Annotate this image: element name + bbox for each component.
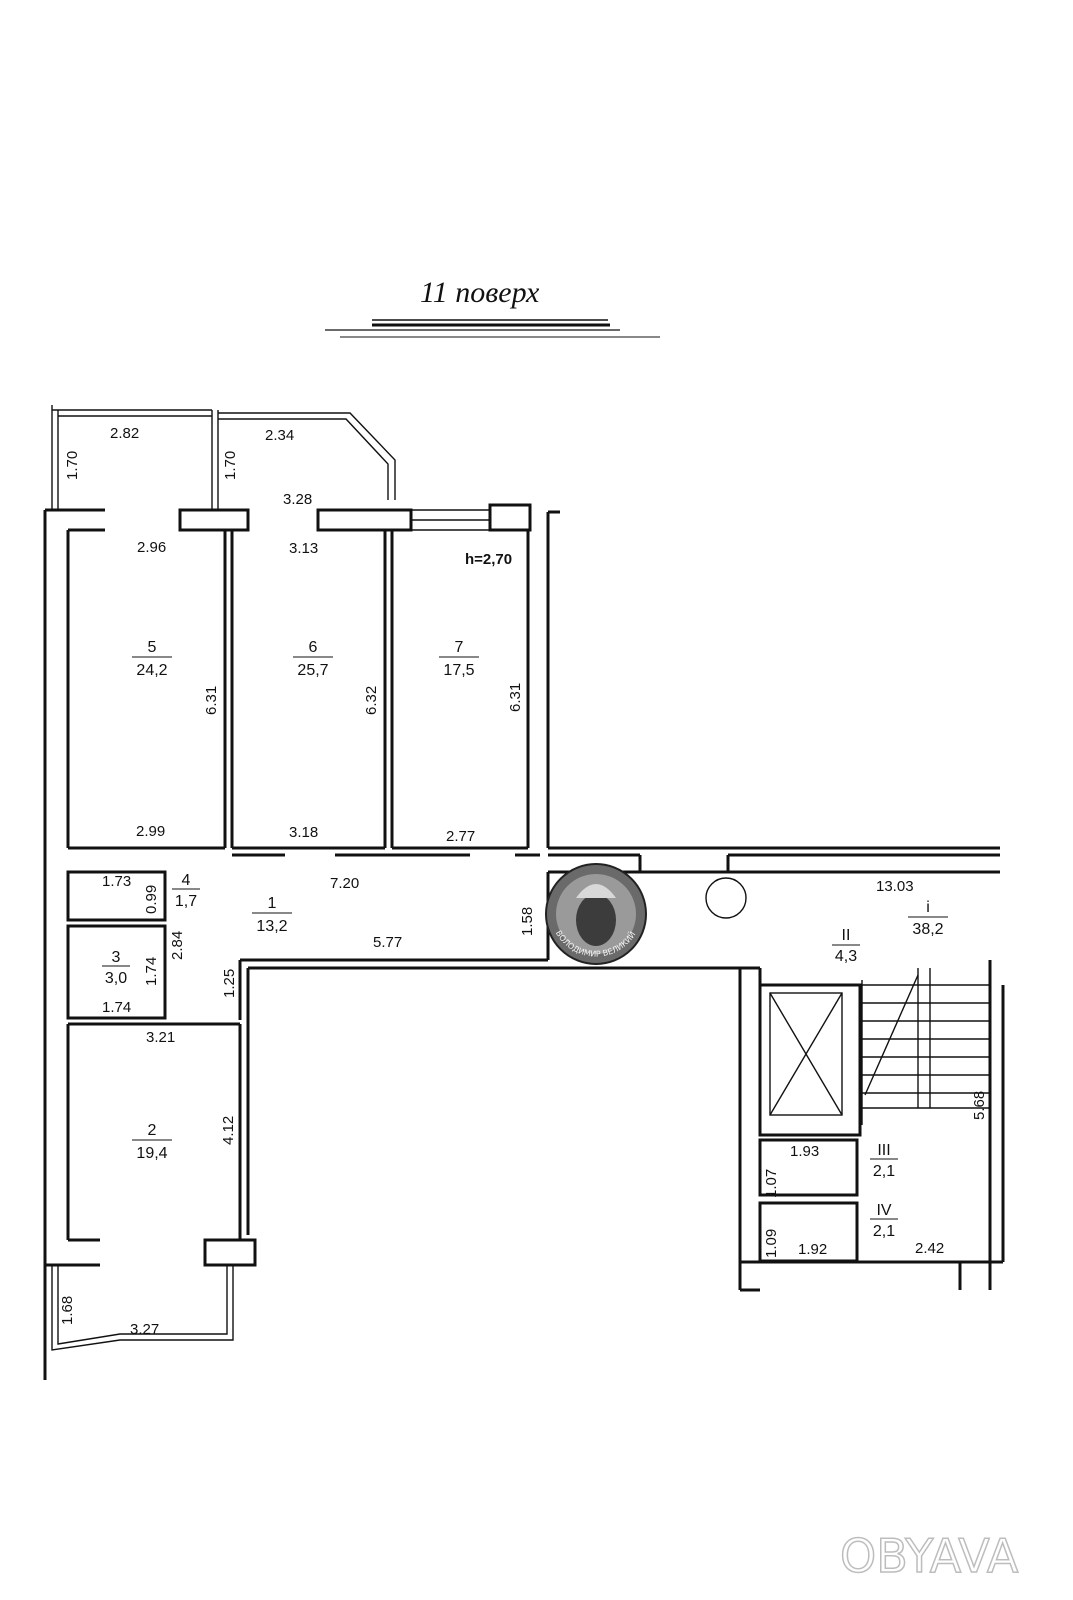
svg-text:1: 1 [268,895,277,912]
svg-text:4: 4 [182,872,191,889]
svg-text:25,7: 25,7 [297,662,328,679]
svg-text:19,4: 19,4 [136,1145,167,1162]
svg-text:4,3: 4,3 [835,948,857,965]
room-i-label: i 38,2 [908,899,948,938]
dim-2-96: 2.96 [137,539,166,556]
room-labels: 5 24,2 6 25,7 7 17,5 1 13,2 4 1,7 3 3,0 [102,639,948,1240]
room-1-label: 1 13,2 [252,895,292,935]
dim-1-73: 1.73 [102,873,131,890]
svg-text:3: 3 [112,949,121,966]
dim-6-31-b: 6.31 [507,683,524,712]
dim-1-68: 1.68 [59,1296,76,1325]
room-2-label: 2 19,4 [132,1122,172,1162]
dim-3-18: 3.18 [289,824,318,841]
dim-2-99: 2.99 [136,823,165,840]
svg-text:i: i [926,899,930,916]
svg-text:24,2: 24,2 [136,662,167,679]
svg-text:1,7: 1,7 [175,893,197,910]
room-3-label: 3 3,0 [102,949,130,987]
dim-1-74-h: 1.74 [102,999,131,1016]
svg-text:5: 5 [148,639,157,656]
dim-5-77: 5.77 [373,934,402,951]
dim-5-68: 5.68 [971,1091,988,1120]
dim-1-07: 1.07 [763,1169,780,1198]
svg-text:17,5: 17,5 [443,662,474,679]
stairs [861,968,990,1125]
svg-text:2,1: 2,1 [873,1163,895,1180]
dim-1-58: 1.58 [519,907,536,936]
room-iii-label: III 2,1 [870,1142,898,1180]
dim-2-82: 2.82 [110,425,139,442]
coin-scale-reference: ВОЛОДИМИР ВЕЛИКИЙ [545,863,647,965]
svg-text:III: III [877,1142,890,1159]
svg-text:IV: IV [876,1202,891,1219]
room-5-label: 5 24,2 [132,639,172,679]
svg-text:II: II [842,927,851,944]
watermark: OBYAVA [840,1529,1019,1583]
dim-0-99: 0.99 [143,885,160,914]
door-swing [705,877,747,919]
dim-4-12: 4.12 [220,1116,237,1145]
dim-2-42: 2.42 [915,1240,944,1257]
walls [43,405,1005,1380]
room-4-label: 4 1,7 [172,872,200,910]
dim-2-84: 2.84 [169,931,186,960]
dim-6-32: 6.32 [363,686,380,715]
dim-1-92: 1.92 [798,1241,827,1258]
dimension-labels: 2.82 1.70 2.34 1.70 3.28 2.96 3.13 6.31 … [59,425,988,1338]
dim-1-93: 1.93 [790,1143,819,1160]
dim-1-25: 1.25 [221,969,238,998]
dim-1-09: 1.09 [763,1229,780,1258]
svg-text:2,1: 2,1 [873,1223,895,1240]
room-ii-label: II 4,3 [832,927,860,965]
dim-13-03: 13.03 [876,878,914,895]
svg-text:7: 7 [455,639,464,656]
dim-1-74-v: 1.74 [143,957,160,986]
dim-1-70-a: 1.70 [64,451,81,480]
ceiling-height: h=2,70 [465,551,512,568]
floor-title: 11 поверх [420,276,540,309]
dim-1-70-b: 1.70 [222,451,239,480]
dim-2-34: 2.34 [265,427,294,444]
svg-text:13,2: 13,2 [256,918,287,935]
room-iv-label: IV 2,1 [870,1202,898,1240]
svg-text:2: 2 [148,1122,157,1139]
title-underline [325,319,660,338]
dim-3-28: 3.28 [283,491,312,508]
room-7-label: 7 17,5 [439,639,479,679]
dim-6-31-a: 6.31 [203,686,220,715]
svg-text:38,2: 38,2 [912,921,943,938]
room-6-label: 6 25,7 [293,639,333,679]
svg-text:3,0: 3,0 [105,970,127,987]
dim-3-13: 3.13 [289,540,318,557]
dim-3-27: 3.27 [130,1321,159,1338]
dim-3-21: 3.21 [146,1029,175,1046]
svg-text:6: 6 [309,639,318,656]
dim-2-77: 2.77 [446,828,475,845]
dim-7-20: 7.20 [330,875,359,892]
